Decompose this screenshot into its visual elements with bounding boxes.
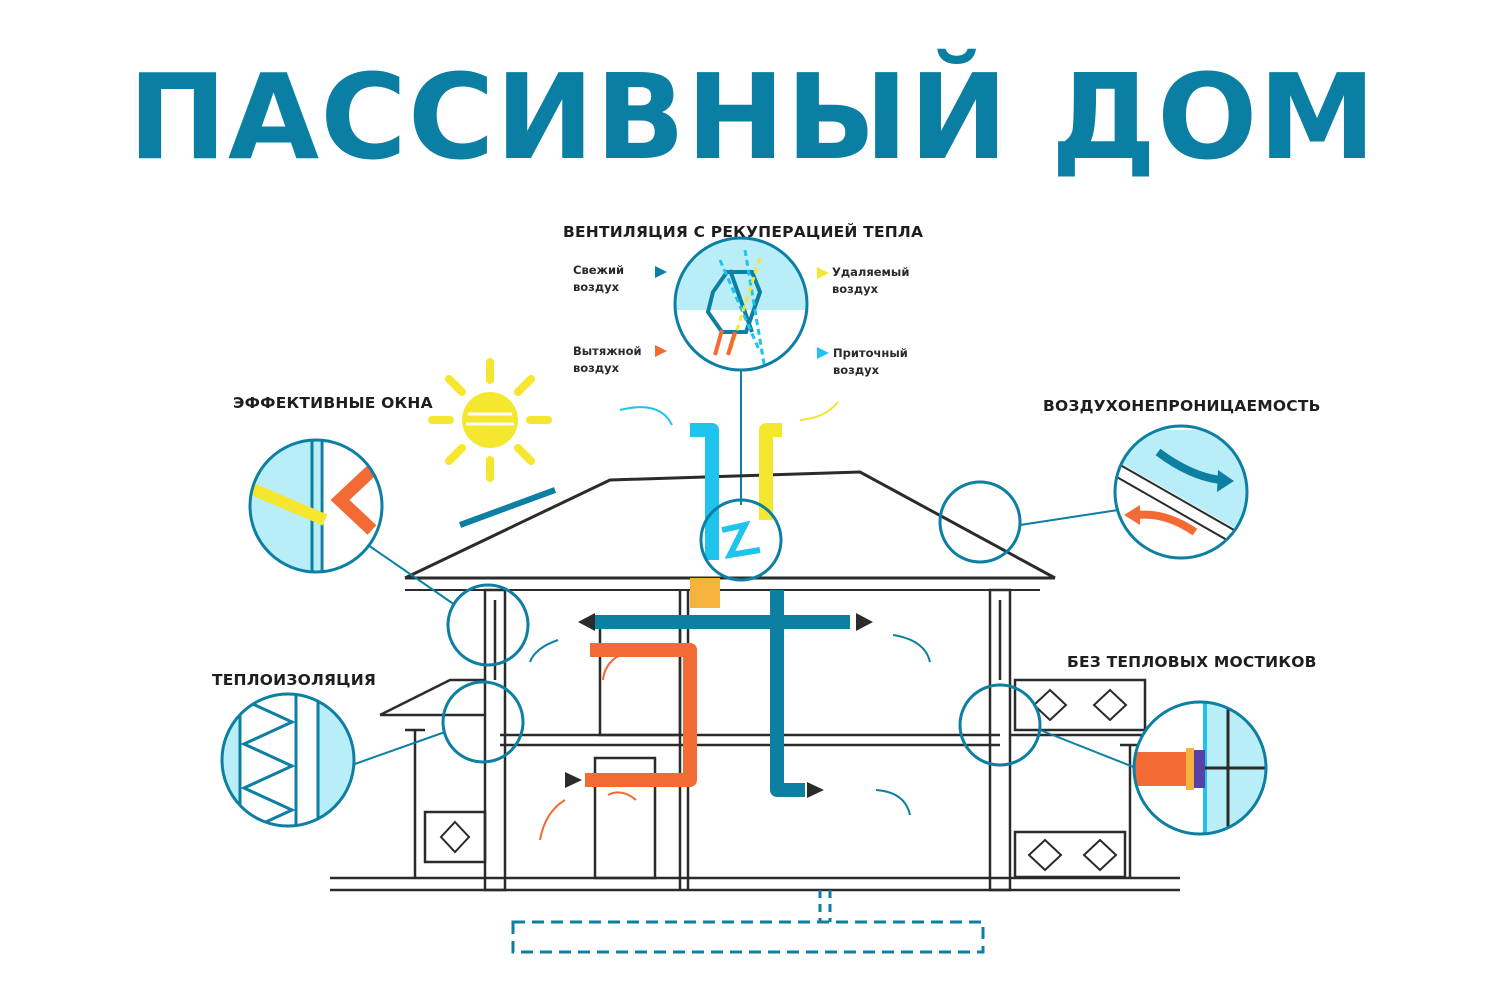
recuperator-detail (675, 238, 807, 370)
sun-icon (428, 358, 552, 482)
page-title: ПАССИВНЫЙ ДОМ (128, 48, 1377, 186)
legend-supply-air: Приточный воздух (833, 346, 908, 377)
label-ventilation: ВЕНТИЛЯЦИЯ С РЕКУПЕРАЦИЕЙ ТЕПЛА (563, 223, 924, 241)
label-no-bridges: БЕЗ ТЕПЛОВЫХ МОСТИКОВ (1067, 653, 1317, 671)
label-insulation: ТЕПЛОИЗОЛЯЦИЯ (212, 671, 377, 689)
legend-exhaust-air: Вытяжной воздух (573, 344, 642, 375)
arrow-icon (817, 347, 829, 359)
label-windows: ЭФФЕКТИВНЫЕ ОКНА (233, 394, 433, 412)
airtightness-detail (1115, 426, 1247, 558)
windows-detail (250, 440, 382, 572)
arrow-icon (655, 345, 667, 357)
label-airtightness: ВОЗДУХОНЕПРОНИЦАЕМОСТЬ (1043, 397, 1321, 415)
legend-removed-air: Удаляемый воздух (832, 265, 910, 296)
thermal-bridge-detail (1134, 702, 1266, 834)
insulation-detail (222, 694, 354, 826)
legend-fresh-air: Свежий воздух (573, 263, 625, 294)
arrow-icon (655, 266, 667, 278)
arrow-icon (817, 267, 829, 279)
